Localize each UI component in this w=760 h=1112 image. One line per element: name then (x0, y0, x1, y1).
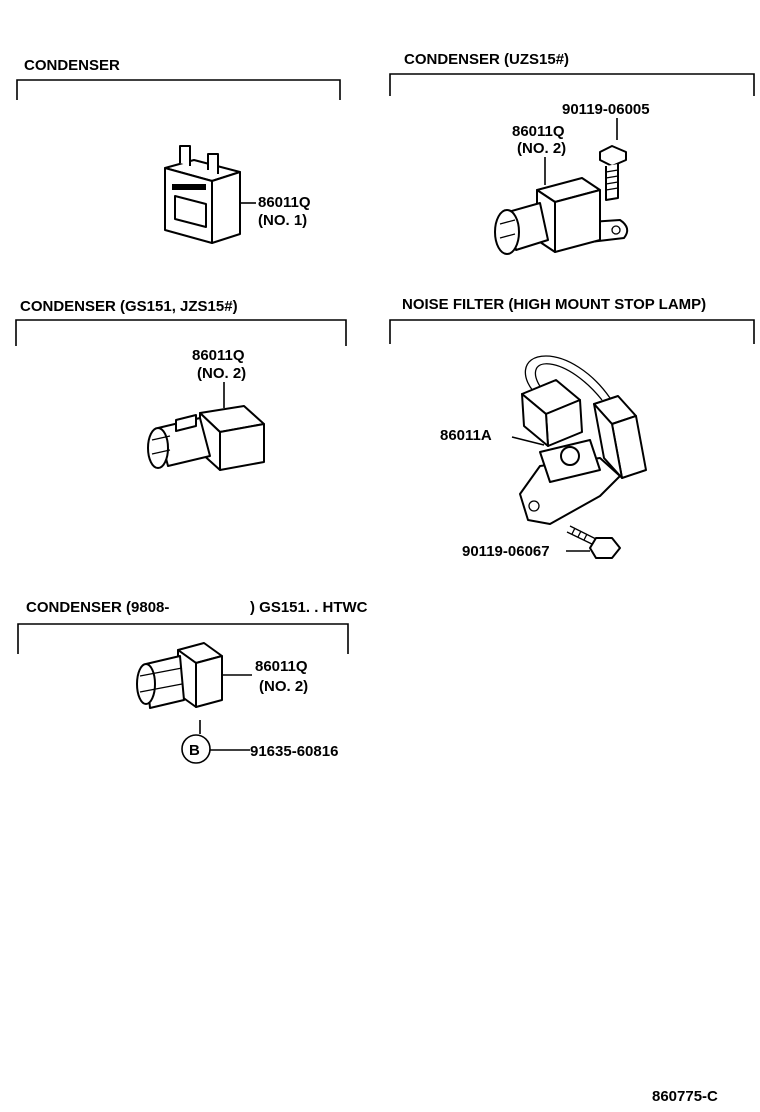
section-bracket (17, 623, 349, 654)
leader-line (511, 436, 545, 446)
part-number: 86011Q (192, 347, 245, 364)
section-title: CONDENSER (GS151, JZS15#) (20, 298, 238, 315)
callout-letter: B (189, 742, 200, 759)
section-title: NOISE FILTER (HIGH MOUNT STOP LAMP) (402, 296, 706, 313)
bolt-icon (566, 525, 621, 559)
bolt-icon (599, 145, 627, 201)
bolt-number: 90119-06005 (562, 101, 650, 118)
section-noise-filter: NOISE FILTER (HIGH MOUNT STOP LAMP) 8601… (389, 296, 755, 560)
part-number: 86011A (440, 427, 492, 444)
section-condenser-htwc: CONDENSER (9808- ) GS151. . HTWC 86011Q … (17, 599, 368, 764)
part-number: 86011Q (255, 658, 308, 675)
diagram-code: 860775-C (652, 1088, 718, 1105)
part-number: 86011Q (258, 194, 311, 211)
section-condenser-uzs15: CONDENSER (UZS15#) 90119-06005 86011Q (N… (389, 51, 755, 255)
section-title: CONDENSER (24, 57, 120, 74)
condenser-no2-part (494, 177, 629, 255)
part-note: (NO. 1) (258, 212, 307, 229)
condenser-no2-part (136, 642, 223, 709)
section-bracket (389, 319, 755, 344)
callout-number: 91635-60816 (250, 743, 338, 760)
section-condenser-gs151: CONDENSER (GS151, JZS15#) 86011Q (NO. 2) (15, 298, 347, 471)
section-bracket (389, 73, 755, 96)
section-title-end: ) GS151. . HTWC (250, 599, 368, 616)
section-bracket (15, 319, 347, 346)
section-title: CONDENSER (9808- (26, 599, 169, 616)
callout-circle (181, 734, 211, 764)
bolt-number: 90119-06067 (462, 543, 550, 560)
section-condenser-no1: CONDENSER 86011Q (NO. 1) (16, 57, 341, 244)
condenser-no2-part (147, 405, 265, 471)
part-number: 86011Q (512, 123, 565, 140)
condenser-no1-part (164, 145, 241, 244)
part-note: (NO. 2) (259, 678, 308, 695)
part-note: (NO. 2) (517, 140, 566, 157)
section-bracket (16, 79, 341, 100)
part-note: (NO. 2) (197, 365, 246, 382)
noise-filter-part (519, 355, 647, 525)
section-title: CONDENSER (UZS15#) (404, 51, 569, 68)
